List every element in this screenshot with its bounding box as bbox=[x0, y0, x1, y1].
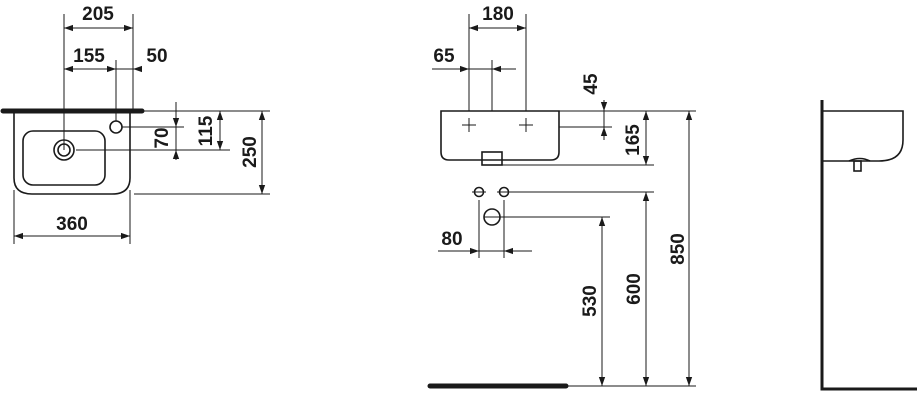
front-view: 180 65 45 165 80 530 600 850 bbox=[427, 4, 696, 389]
dim-label-50: 50 bbox=[146, 46, 167, 67]
basin-outline bbox=[13, 113, 131, 195]
dim-label-65: 65 bbox=[433, 46, 455, 67]
dim-label-250: 250 bbox=[240, 136, 261, 168]
tap-hole-icon bbox=[109, 120, 123, 134]
water-supply-left-icon bbox=[472, 186, 486, 198]
dim-label-115: 115 bbox=[196, 115, 217, 146]
dim-label-155: 155 bbox=[73, 46, 105, 67]
tap-hole-left-icon bbox=[462, 118, 476, 132]
dim-label-70: 70 bbox=[152, 127, 173, 148]
basin-side-outline bbox=[822, 110, 904, 162]
wall-and-floor-line bbox=[820, 100, 917, 391]
outlet-side-stub bbox=[853, 160, 862, 172]
water-supply-right-icon bbox=[497, 186, 511, 198]
dim-label-530: 530 bbox=[580, 285, 601, 317]
dim-label-165: 165 bbox=[623, 124, 644, 156]
dim-label-205: 205 bbox=[82, 4, 114, 25]
outlet-stub bbox=[481, 151, 503, 166]
dim-label-80: 80 bbox=[441, 229, 462, 250]
dim-label-600: 600 bbox=[624, 273, 645, 305]
dim-label-180: 180 bbox=[482, 4, 514, 25]
side-view bbox=[820, 100, 917, 391]
dim-label-850: 850 bbox=[668, 233, 689, 265]
basin-side-lip bbox=[848, 157, 871, 162]
dim-label-45: 45 bbox=[581, 73, 602, 95]
tap-hole-right-icon bbox=[519, 118, 533, 132]
dim-label-360: 360 bbox=[56, 214, 88, 235]
top-view: 205 155 50 360 70 115 250 bbox=[0, 4, 270, 244]
waste-outlet-icon bbox=[483, 208, 501, 226]
basin-front-outline bbox=[440, 110, 560, 161]
